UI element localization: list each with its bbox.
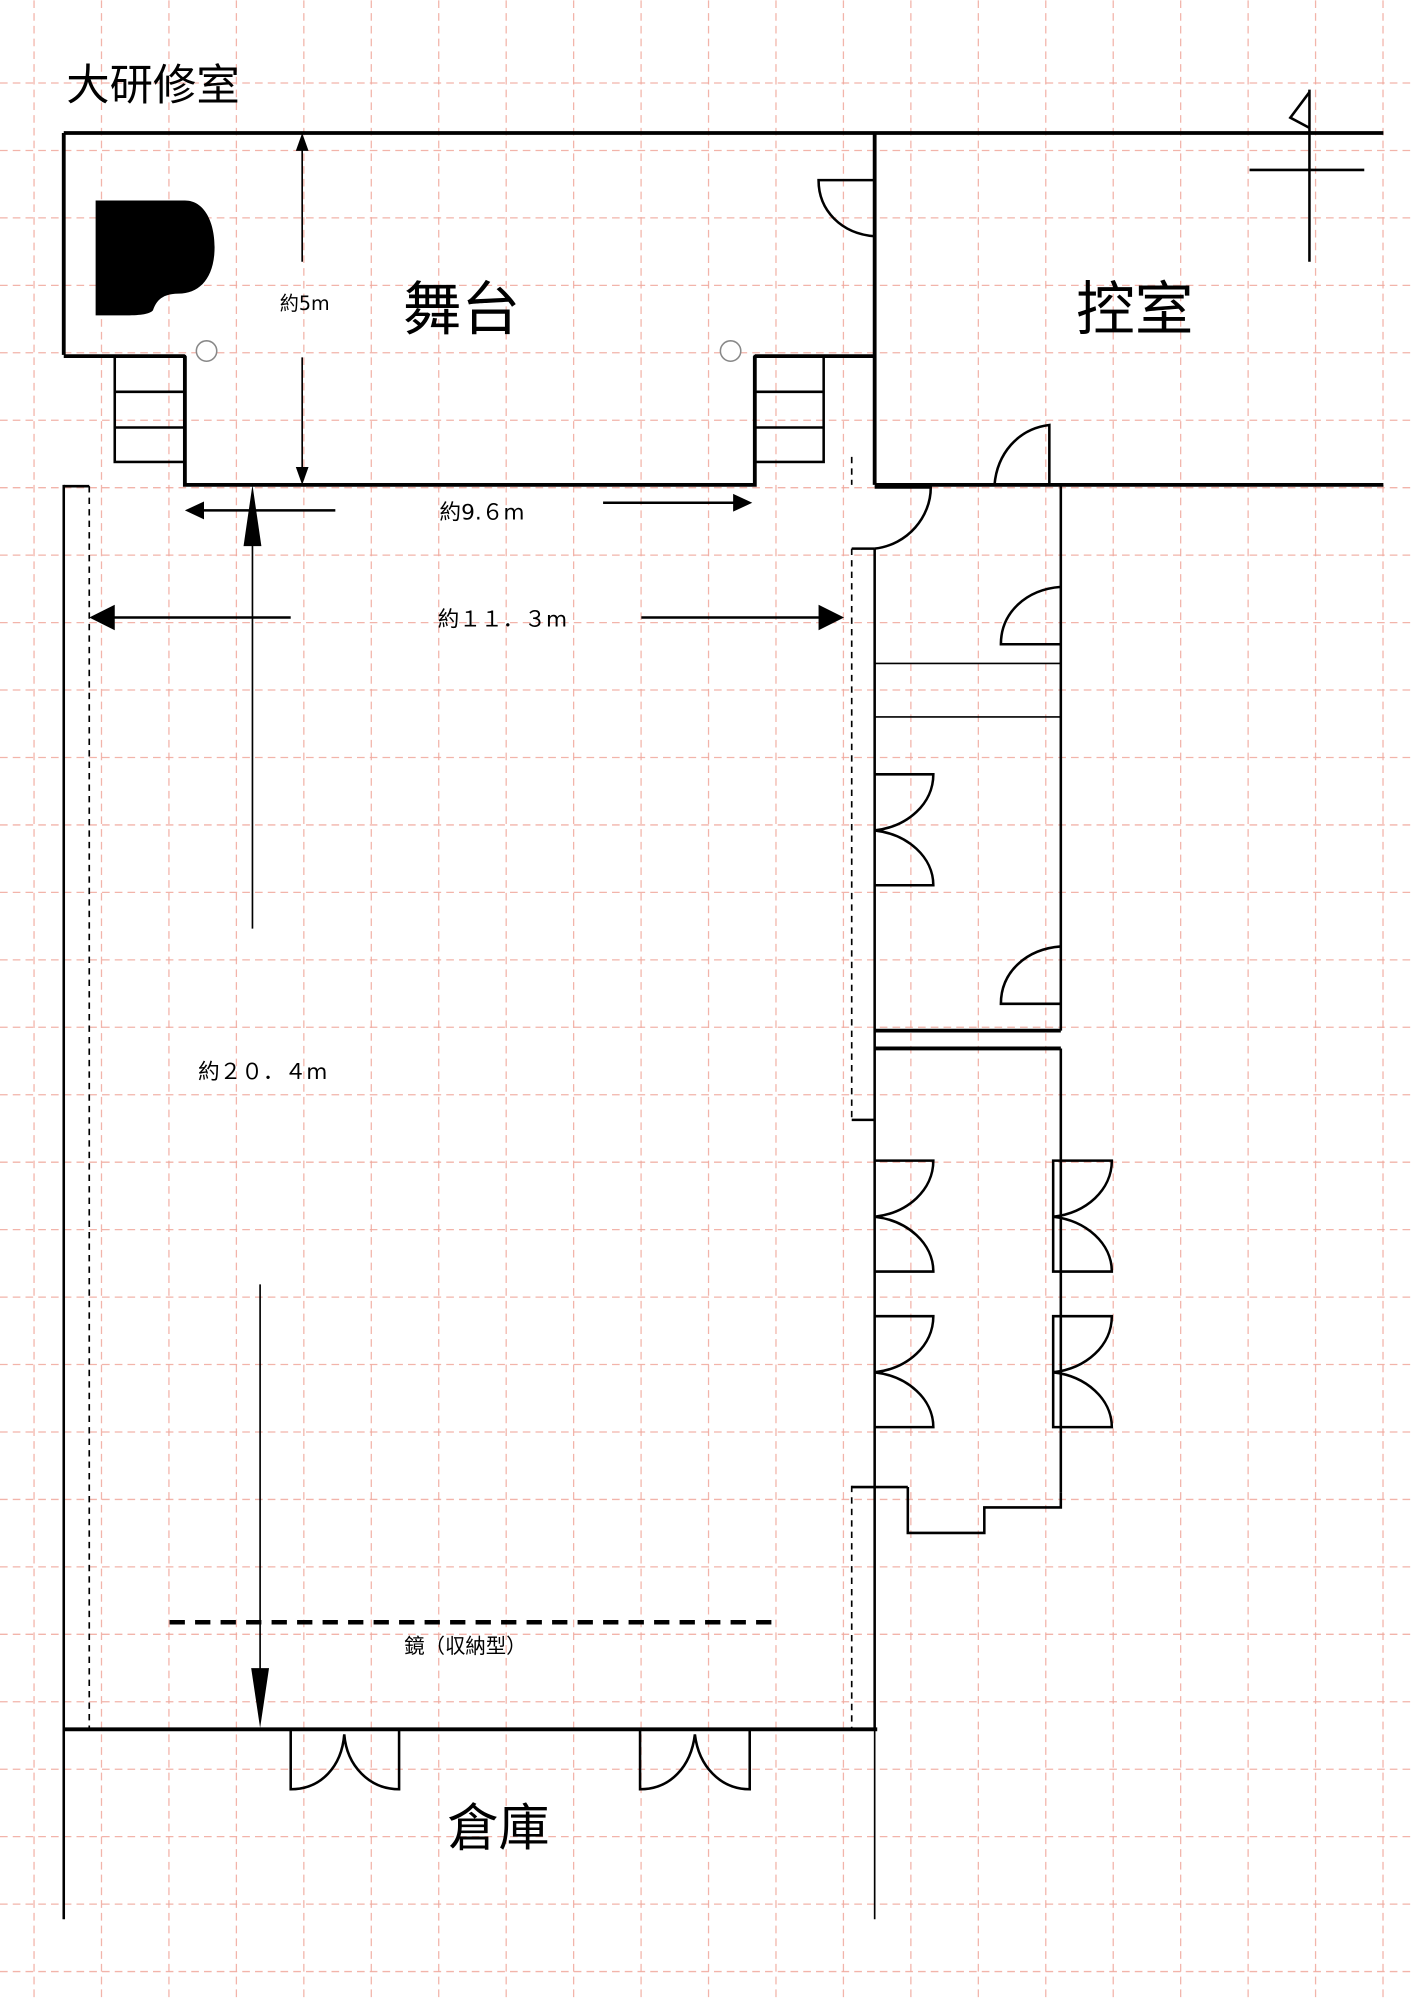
mirror-label: 鏡（収納型） — [404, 1634, 526, 1658]
double-door-icon — [874, 1314, 935, 1429]
storage-label: 倉庫 — [448, 1799, 550, 1858]
stage-width-label: 約9.６m — [439, 500, 524, 525]
waiting-room-label: 控室 — [1076, 275, 1193, 343]
door-icon — [817, 178, 875, 238]
double-door-icon — [289, 1729, 401, 1791]
door-icon — [999, 585, 1061, 646]
outlet-icon — [719, 340, 742, 362]
grand-piano-icon — [95, 200, 215, 316]
stage-label: 舞台 — [403, 275, 520, 343]
north-arrow-icon — [1249, 89, 1365, 262]
main-hall — [62, 456, 933, 1920]
stage-steps-right — [753, 354, 825, 464]
room-width-label: 約１１．３m — [438, 607, 567, 632]
door-icon — [874, 486, 933, 550]
double-door-icon — [1051, 1314, 1114, 1429]
outlet-icon — [195, 340, 218, 362]
double-door-icon — [1051, 1159, 1114, 1273]
side-rooms — [874, 484, 1114, 1535]
room-length-label: 約２０．４m — [198, 1060, 327, 1085]
door-icon — [993, 423, 1051, 485]
double-door-icon — [874, 1159, 935, 1273]
stage-depth-label: 約5m — [280, 292, 330, 315]
stage-steps-left — [113, 354, 187, 464]
plan-title: 大研修室 — [66, 61, 239, 111]
door-icon — [999, 945, 1061, 1006]
double-door-icon — [638, 1729, 751, 1791]
stage-area: 舞台 控室 — [61, 131, 1384, 487]
double-door-icon — [874, 773, 935, 887]
